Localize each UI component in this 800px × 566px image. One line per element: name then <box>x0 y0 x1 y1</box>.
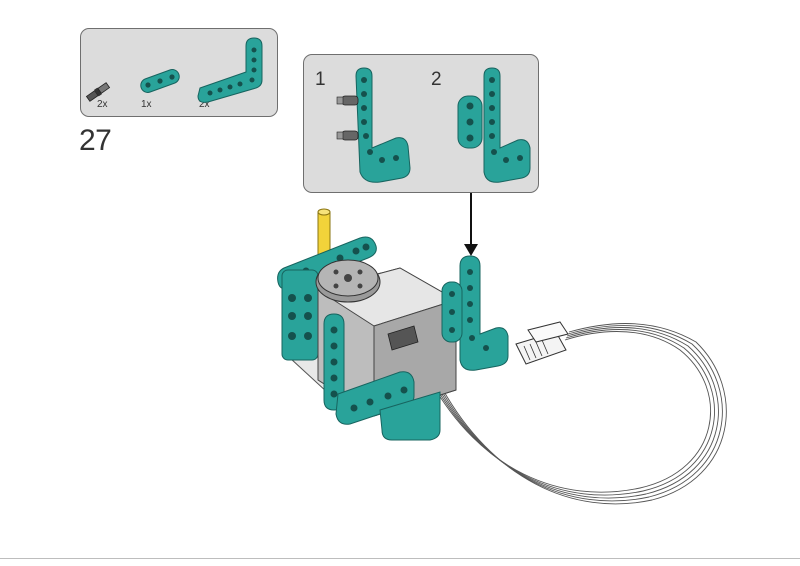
cable-connector <box>515 321 569 365</box>
l-beam-icon <box>197 37 263 103</box>
part-quantity-beam-3: 1x <box>141 99 152 110</box>
placement-arrow <box>464 193 478 256</box>
step-number: 27 <box>79 124 112 157</box>
pin-icon <box>336 130 359 141</box>
part-quantity-axle-pin: 2x <box>97 99 108 110</box>
page-divider <box>0 558 800 559</box>
beam-3-icon <box>140 69 180 93</box>
axle-pin-icon <box>85 82 111 102</box>
sub-step-number-2: 2 <box>431 69 442 90</box>
pin-icon <box>336 95 359 106</box>
sub-step-2-l-beam-assembled <box>457 67 531 183</box>
sub-step-number-1: 1 <box>315 69 326 90</box>
motor-cable <box>429 323 727 505</box>
motor-assembly-model <box>277 208 727 505</box>
sub-step-1-l-beam-with-pins <box>336 67 411 183</box>
part-quantity-l-beam: 2x <box>199 99 210 110</box>
